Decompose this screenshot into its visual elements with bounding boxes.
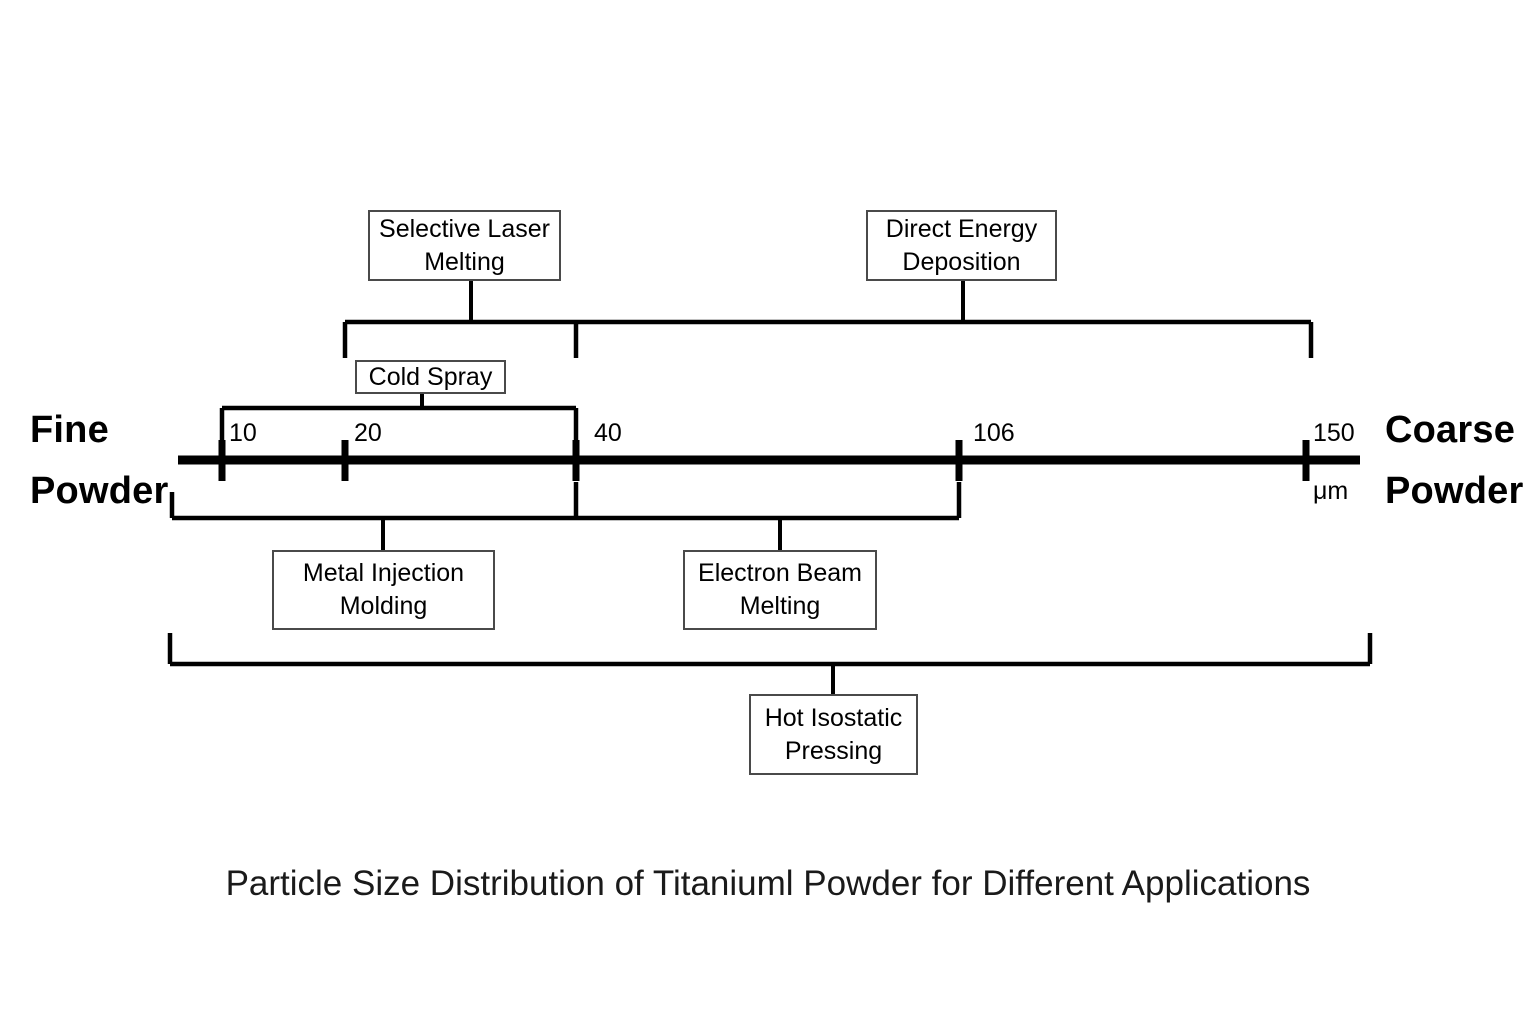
upper-bracket-tier1 — [342, 319, 1314, 358]
tick-label-10: 10 — [229, 419, 257, 447]
box-metal-injection-molding[interactable]: Metal Injection Molding — [272, 550, 495, 630]
box-slm-line1: Selective Laser — [379, 214, 550, 243]
tick-label-20: 20 — [354, 419, 382, 447]
box-hip-line1: Hot Isostatic — [764, 703, 903, 732]
tick-label-150: 150 — [1313, 419, 1355, 447]
box-hot-isostatic-pressing[interactable]: Hot Isostatic Pressing — [749, 694, 918, 775]
main-axis — [178, 440, 1360, 481]
page-title: Particle Size Distribution of Titaniuml … — [225, 864, 1311, 903]
tick-label-106: 106 — [973, 419, 1015, 447]
box-ded-line1: Direct Energy — [885, 214, 1038, 243]
label-fine: Fine — [30, 409, 109, 451]
box-electron-beam-melting[interactable]: Electron Beam Melting — [683, 550, 877, 630]
box-direct-energy-deposition[interactable]: Direct Energy Deposition — [866, 210, 1057, 281]
label-coarse-powder: Powder — [1385, 470, 1524, 512]
upper-bracket-tier2 — [219, 405, 579, 443]
lower-bracket-tier2 — [167, 633, 1373, 667]
axis-unit-label: μm — [1313, 477, 1349, 505]
label-coarse: Coarse — [1385, 409, 1516, 451]
box-ebm-line1: Electron Beam — [698, 559, 862, 587]
box-mim-line1: Metal Injection — [302, 559, 465, 587]
box-slm-line2: Melting — [424, 247, 505, 276]
box-selective-laser-melting[interactable]: Selective Laser Melting — [368, 210, 561, 281]
box-cold-spray[interactable]: Cold Spray — [355, 360, 506, 394]
box-ded-line2: Deposition — [902, 247, 1021, 276]
box-ebm-line2: Melting — [739, 592, 821, 620]
tick-label-40: 40 — [594, 419, 622, 447]
label-fine-powder: Powder — [30, 470, 169, 512]
lower-bracket-tier1 — [169, 482, 962, 521]
box-cold-spray-line1: Cold Spray — [368, 362, 493, 391]
box-hip-line2: Pressing — [784, 736, 883, 765]
box-mim-line2: Molding — [339, 592, 428, 620]
